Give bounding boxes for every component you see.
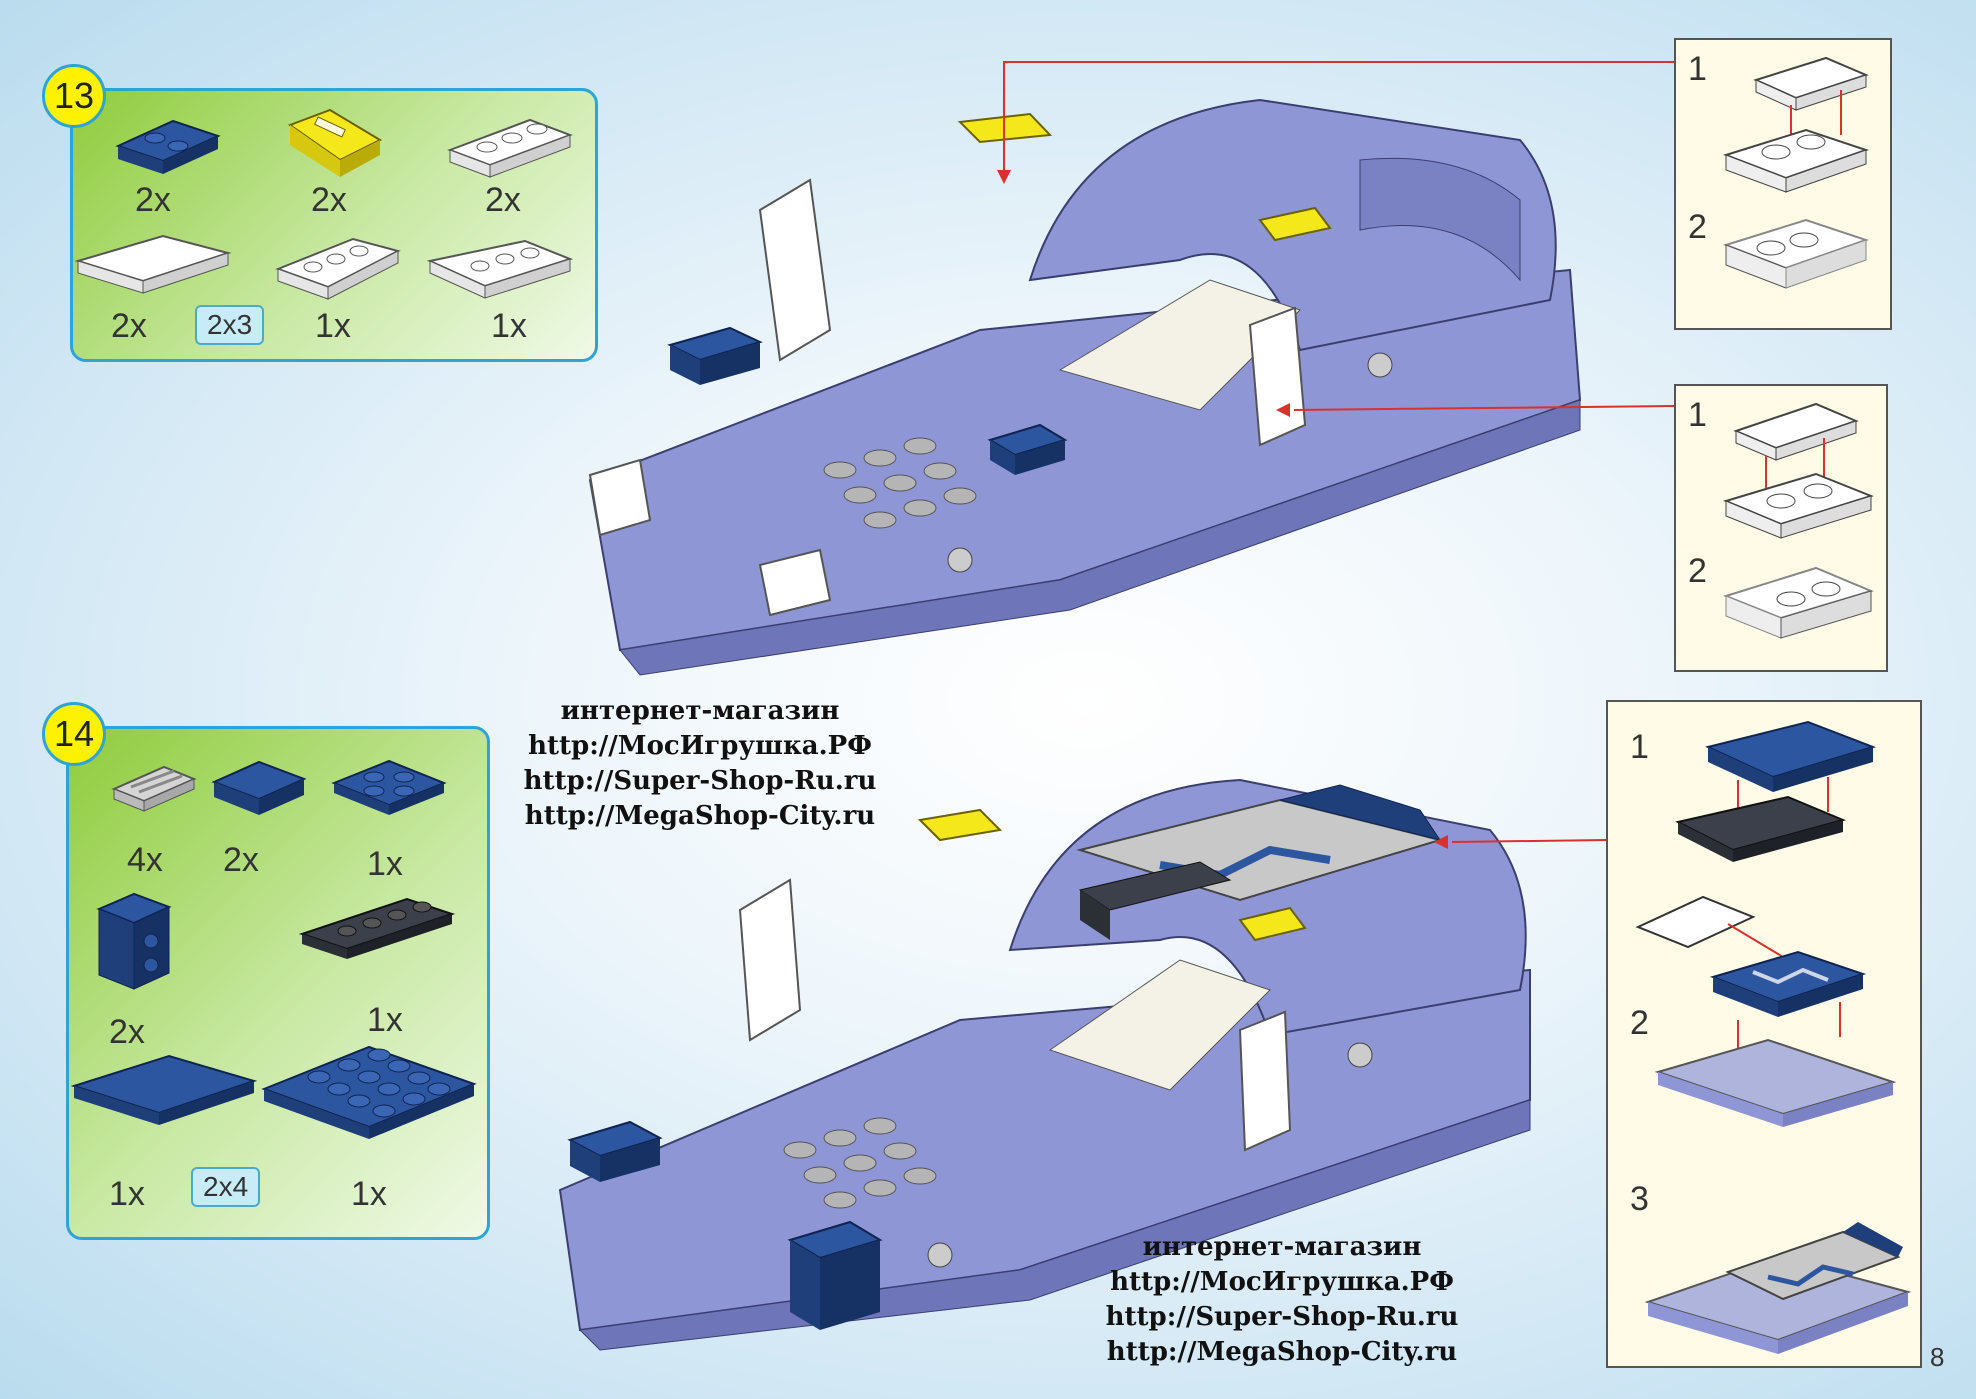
part-quantity: 1x	[491, 307, 527, 345]
part-quantity: 1x	[109, 1175, 145, 1213]
store-watermark: интернет-магазин http://МосИгрушка.РФ ht…	[1082, 1230, 1482, 1370]
brick-plate-4x4-dark-blue	[261, 1045, 477, 1139]
part-quantity: 4x	[127, 841, 163, 879]
car-assembly-illustration	[558, 778, 1531, 1351]
sub-step-number: 2	[1688, 552, 1707, 590]
part-quantity: 2x	[223, 841, 259, 879]
part-quantity: 1x	[315, 307, 351, 345]
step-number: 13	[53, 75, 95, 116]
sub-assembly-illustration	[1722, 56, 1870, 289]
watermark-line: интернет-магазин	[1142, 1232, 1422, 1262]
part-quantity: 2x	[111, 307, 147, 345]
brick-plate-2x1-dark-blue	[115, 119, 221, 174]
brick-wedge-plate-left-white	[426, 239, 573, 299]
part-quantity: 2x	[311, 181, 347, 219]
watermark-line: http://Super-Shop-Ru.ru	[1105, 1302, 1459, 1332]
pointer-arrow	[1451, 839, 1607, 843]
sub-assembly-box: 1 2 3	[1606, 700, 1922, 1368]
watermark-line: http://МосИгрушка.РФ	[528, 731, 872, 761]
part-size-label: 2x4	[191, 1167, 261, 1207]
brick-tile-2x3-white	[74, 234, 232, 294]
watermark-line: http://МосИгрушка.РФ	[1110, 1267, 1454, 1297]
part-quantity: 2x	[485, 181, 521, 219]
brick-curved-slope-dark-blue	[211, 760, 307, 815]
part-quantity: 1x	[351, 1175, 387, 1213]
sub-step-number: 1	[1630, 728, 1649, 766]
step-number-badge: 13	[42, 64, 106, 128]
sub-assembly-box: 1 2	[1674, 384, 1888, 672]
parts-list-panel: 2x 2x 2x 2x3 2x 1x 1x	[70, 88, 598, 362]
watermark-line: интернет-магазин	[560, 696, 840, 726]
sub-step-number: 3	[1630, 1180, 1649, 1218]
sub-step-number: 2	[1630, 1004, 1649, 1042]
store-watermark: интернет-магазин http://МосИгрушка.РФ ht…	[500, 694, 900, 834]
sub-assembly-box: 1 2	[1674, 38, 1892, 330]
brick-wedge-plate-right-white	[275, 237, 401, 300]
brick-plate-3x1-white	[447, 118, 573, 178]
page-number: 8	[1930, 1342, 1945, 1372]
brick-plate-black	[298, 897, 456, 959]
watermark-line: http://MegaShop-City.ru	[1106, 1337, 1458, 1367]
sub-step-number: 2	[1688, 208, 1707, 246]
watermark-line: http://Super-Shop-Ru.ru	[523, 766, 877, 796]
sub-assembly-illustration	[1635, 720, 1912, 1354]
step-number-badge: 14	[42, 702, 106, 766]
car-assembly-illustration	[588, 98, 1582, 676]
step-number: 14	[53, 713, 95, 754]
brick-slope-yellow	[287, 108, 383, 177]
brick-grille-tile-grey	[111, 765, 197, 812]
pointer-arrow	[1003, 61, 1674, 178]
sub-step-number: 1	[1688, 396, 1707, 434]
part-quantity: 1x	[367, 1001, 403, 1039]
part-quantity: 2x	[135, 181, 171, 219]
part-quantity: 1x	[367, 845, 403, 883]
pointer-arrow	[1293, 405, 1675, 411]
watermark-line: http://MegaShop-City.ru	[524, 801, 876, 831]
parts-list-panel: 4x 2x 1x 2x 1x 2x4 1x	[66, 726, 490, 1240]
brick-bracket-dark-blue	[96, 892, 172, 990]
part-size-label: 2x3	[195, 305, 265, 345]
brick-plate-2x2-dark-blue	[331, 759, 447, 815]
brick-tile-2x4-dark-blue	[70, 1054, 258, 1125]
sub-step-number: 1	[1688, 50, 1707, 88]
part-quantity: 2x	[109, 1013, 145, 1051]
sub-assembly-illustration	[1723, 402, 1874, 639]
